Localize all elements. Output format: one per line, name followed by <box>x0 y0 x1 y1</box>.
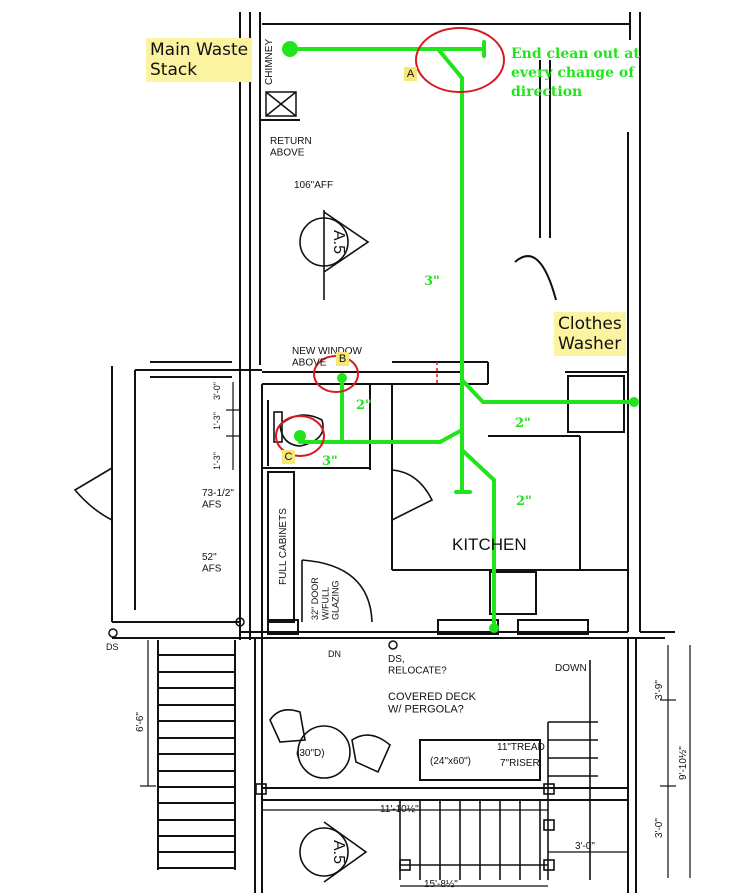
section-tag-top: A.5 <box>330 230 347 254</box>
deck-furniture <box>269 709 391 779</box>
callout-rings <box>275 27 505 457</box>
main-waste-stack-callout: Main Waste Stack <box>146 38 253 82</box>
full-cabinets-label: FULL CABINETS <box>278 508 289 585</box>
kitchen-label: KITCHEN <box>452 535 527 554</box>
washer-endpoint-icon <box>629 397 639 407</box>
ds-relocate-label: DS,RELOCATE? <box>388 654 447 677</box>
text-line: AFS <box>202 564 222 575</box>
clean-out-note: End clean out at every change of directi… <box>511 46 640 100</box>
downspout-left-icon <box>108 628 118 638</box>
text-line: GLAZING <box>331 580 341 620</box>
chimney-label: CHIMNEY <box>264 39 275 85</box>
window-endpoint-icon <box>337 373 347 383</box>
dim-1-3-a-label: 1'-3" <box>212 452 222 470</box>
tread-label: 11"TREAD <box>497 742 545 753</box>
dimension-lines <box>140 382 691 887</box>
dn-label: DN <box>328 649 341 659</box>
text-line: W/ PERGOLA? <box>388 704 464 716</box>
clothes-washer-callout: Clothes Washer <box>554 312 626 356</box>
section-marker-bottom <box>299 821 368 883</box>
section-tag-bottom: A.5 <box>330 840 347 864</box>
sink-endpoint-icon <box>489 623 499 633</box>
pipe-size-c-branch: 3" <box>322 454 338 469</box>
waste-pipe-network <box>288 40 636 630</box>
pipe-size-b-branch: 2" <box>356 398 372 413</box>
dim-15-8-label: 15'-8½" <box>424 879 458 890</box>
aff-106-label: 106"AFF <box>294 180 333 191</box>
left-stair <box>157 640 236 870</box>
dim-3-0-small-label: 3'-0" <box>212 382 222 400</box>
dim-6-6-label: 6'-6" <box>135 712 146 732</box>
marker-c: C <box>282 450 295 464</box>
pipe-size-washer-branch: 2" <box>515 416 531 431</box>
text-line: RELOCATE? <box>388 666 447 677</box>
text-line: W/FULL <box>320 587 330 620</box>
downspout-mid-icon <box>235 617 245 627</box>
deck-stair <box>255 660 598 880</box>
dim-3-0-right-label: 3'-0" <box>654 818 665 838</box>
toilet-endpoint-icon <box>294 430 306 442</box>
dim-9-10-label: 9'-10½" <box>678 746 689 780</box>
text-line: AFS <box>202 500 222 511</box>
afs-73-label: 73-1/2"AFS <box>202 488 234 511</box>
pipe-size-main: 3" <box>424 274 440 289</box>
table-24x60-label: (24"x60") <box>430 756 471 767</box>
chimney-box <box>265 91 297 117</box>
marker-a: A <box>404 67 417 81</box>
pipe-size-kitchen-branch: 2" <box>516 494 532 509</box>
dim-3-0-bottom-label: 3'-0" <box>575 841 595 852</box>
text-line: ABOVE <box>270 148 305 159</box>
riser-label: 7"RISER <box>500 758 540 769</box>
walls <box>111 12 675 893</box>
dim-1-3-b-label: 1'-3" <box>212 412 222 430</box>
marker-b: B <box>336 352 349 366</box>
afs-52-label: 52"AFS <box>202 552 222 575</box>
table-30d-label: (30"D) <box>296 748 325 759</box>
downspout-right-icon <box>388 640 398 650</box>
door-swings <box>73 467 434 623</box>
section-marker-top <box>299 210 370 300</box>
dim-3-9-label: 3'-9" <box>654 680 665 700</box>
stack-endpoint-icon <box>282 41 298 57</box>
door-32-label: 32" DOORW/FULLGLAZING <box>310 577 341 620</box>
text-line: ABOVE <box>292 358 327 369</box>
ds-left-label: DS <box>106 642 119 652</box>
dim-11-10-label: 11'-10½" <box>380 804 419 815</box>
down-label: DOWN <box>555 663 587 674</box>
